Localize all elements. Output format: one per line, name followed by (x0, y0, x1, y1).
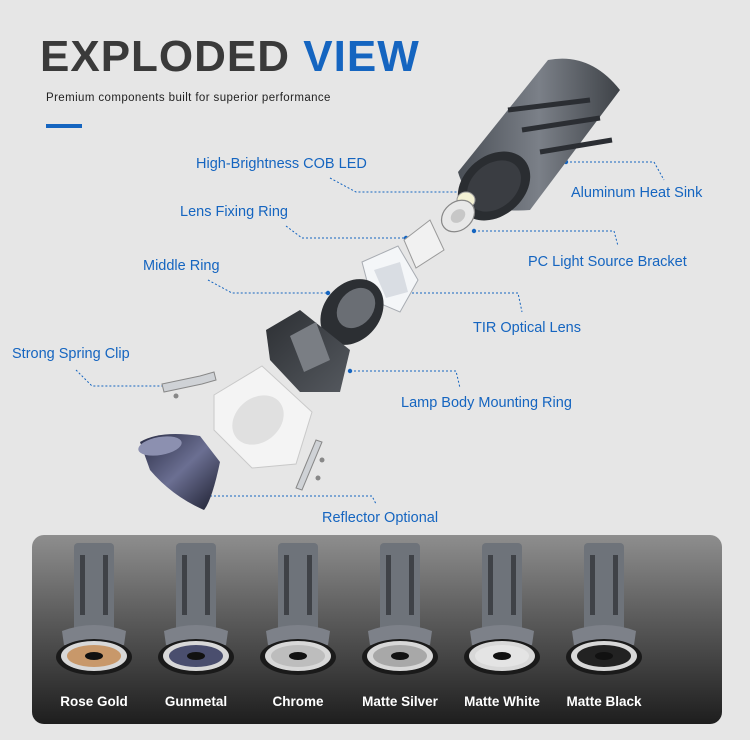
label-cob-led: High-Brightness COB LED (196, 156, 367, 172)
page-subtitle: Premium components built for superior pe… (46, 92, 331, 104)
label-heat-sink: Aluminum Heat Sink (571, 185, 703, 201)
label-reflector: Reflector Optional (322, 510, 439, 526)
lamp-body-part (213, 365, 313, 469)
finish-label: Rose Gold (60, 694, 128, 709)
finish-label: Matte Silver (362, 694, 438, 709)
reflector-part (138, 434, 220, 510)
label-middle-ring: Middle Ring (143, 258, 220, 274)
title-part2: VIEW (303, 32, 420, 81)
finish-item: Matte Black (554, 535, 654, 724)
finish-label: Matte White (464, 694, 540, 709)
finish-item: Gunmetal (146, 535, 246, 724)
finish-item: Matte Silver (350, 535, 450, 724)
finish-label: Gunmetal (164, 694, 228, 709)
label-mounting-ring: Lamp Body Mounting Ring (401, 395, 572, 411)
finish-item: Chrome (248, 535, 348, 724)
label-pc-bracket: PC Light Source Bracket (528, 254, 687, 270)
finish-label: Matte Black (566, 694, 642, 709)
finish-label: Chrome (272, 694, 324, 709)
lens-fixing-ring-part (403, 219, 445, 269)
pc-bracket-part (440, 199, 476, 233)
leader-lines (75, 161, 665, 505)
downlight-icon (158, 543, 234, 675)
label-lens-fixing-ring: Lens Fixing Ring (180, 204, 288, 220)
title-part1: EXPLODED (40, 32, 291, 81)
middle-ring-part (320, 279, 384, 345)
title-accent-bar (46, 124, 82, 128)
downlight-icon (362, 543, 438, 675)
downlight-icon (566, 543, 642, 675)
finish-item: Rose Gold (44, 535, 144, 724)
spring-clip-part (161, 371, 325, 491)
mounting-ring-part (266, 310, 350, 392)
downlight-icon (260, 543, 336, 675)
exploded-view-illustration (75, 58, 665, 510)
downlight-icon (464, 543, 540, 675)
label-tir-lens: TIR Optical Lens (473, 320, 581, 336)
page-title: EXPLODED VIEW (40, 32, 420, 82)
finish-item: Matte White (452, 535, 552, 724)
heat-sink-part (457, 58, 620, 221)
downlight-icon (56, 543, 132, 675)
finish-options-panel: Rose Gold Gunmetal Chrome Matte Silver Matte… (32, 535, 722, 724)
label-spring-clip: Strong Spring Clip (12, 346, 130, 362)
